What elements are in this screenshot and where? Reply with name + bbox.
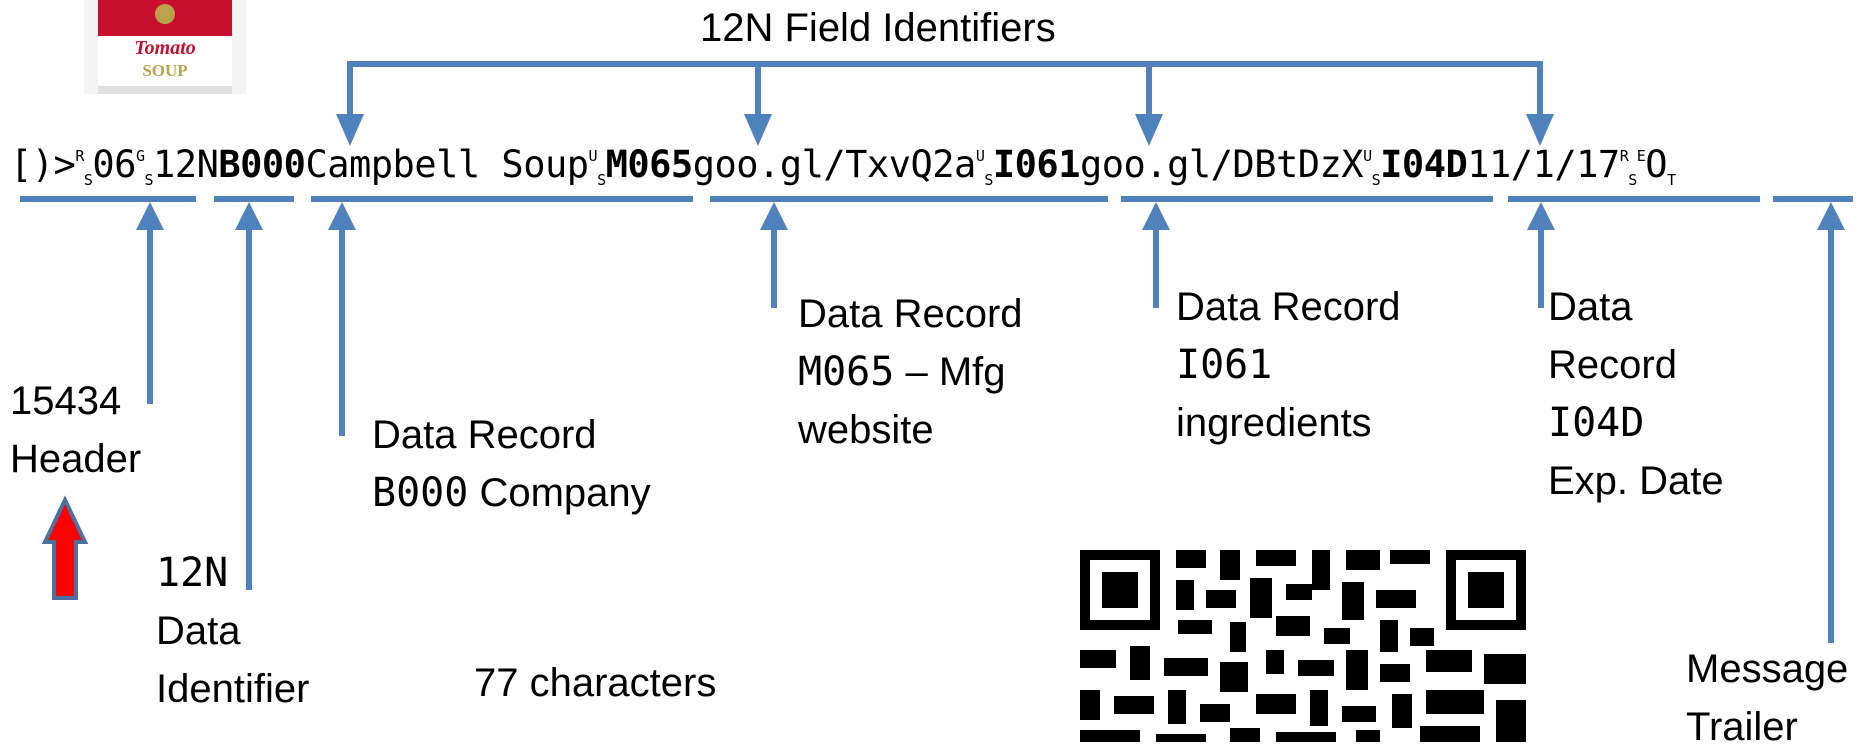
record-i061-pointer-line: [1153, 228, 1159, 308]
record2-value: goo.gl/TxvQ2a: [692, 143, 977, 186]
record4-value: 11/1/17: [1467, 143, 1620, 186]
record-i04d-code: I04D: [1548, 400, 1645, 446]
trailer-pointer-head: [1817, 202, 1845, 230]
record-b000-line1: Data Record: [372, 413, 597, 457]
record-b000-label: Data Record B000 Company: [372, 406, 651, 522]
record3-value: goo.gl/DBtDzX: [1079, 143, 1364, 186]
us-symbol: U: [1363, 147, 1372, 165]
eot-o: O: [1645, 143, 1668, 186]
record-i061-line1: Data Record: [1176, 285, 1401, 329]
data-identifier-line3: Identifier: [156, 667, 310, 711]
record-i061-code: I061: [1176, 342, 1273, 388]
record-m065-pointer-head: [760, 202, 788, 230]
record-i04d-pointer-line: [1538, 228, 1544, 308]
gs-symbol: G: [135, 147, 145, 165]
bracket-drop-4: [1537, 61, 1543, 116]
record-m065-desc: – Mfg: [905, 350, 1006, 394]
segment-trailer: [1773, 196, 1853, 202]
segment-record-m065: [710, 196, 1108, 202]
record-i04d-line1: Data: [1548, 285, 1633, 329]
record-b000-pointer-line: [339, 228, 345, 436]
character-count: 77 characters: [474, 661, 717, 705]
encoded-data-string: [)>RS06GS12NB000Campbell SoupUSM065goo.g…: [10, 143, 1676, 189]
record3-id: I061: [992, 143, 1081, 186]
bracket-arrow-3: [1135, 114, 1163, 146]
bracket-arrow-4: [1526, 114, 1554, 146]
record-i04d-line4: Exp. Date: [1548, 459, 1724, 503]
record-m065-line1: Data Record: [798, 292, 1023, 336]
bracket-drop-2: [755, 61, 761, 116]
rs-symbol: R: [75, 147, 84, 165]
record-i061-pointer-head: [1142, 202, 1170, 230]
segment-record-i04d: [1508, 196, 1760, 202]
header-label: 15434 Header: [10, 372, 141, 488]
record-i04d-pointer-head: [1527, 202, 1555, 230]
record1-value: Campbell Soup: [305, 143, 589, 186]
can-tomato-text: Tomato: [134, 37, 196, 59]
data-identifier-code-label: 12N: [156, 550, 229, 596]
record-i04d-line2: Record: [1548, 343, 1677, 387]
segment-record-b000: [311, 196, 693, 202]
qr-code-image: [1080, 550, 1526, 742]
can-soup-text: SOUP: [142, 61, 187, 80]
trailer-line2: Trailer: [1686, 705, 1798, 749]
record-m065-line3: website: [798, 408, 934, 452]
trailer-pointer-line: [1828, 228, 1834, 643]
rs-symbol: R: [1619, 147, 1629, 165]
record2-id: M065: [605, 143, 694, 186]
bracket-drop-3: [1146, 61, 1152, 116]
data-identifier-pointer-line: [246, 228, 252, 590]
trailer-line1: Message: [1686, 647, 1849, 691]
record-m065-label: Data Record M065 – Mfg website: [798, 285, 1023, 459]
eot-symbol: E: [1636, 147, 1646, 165]
field-identifier-bracket: [347, 61, 1543, 67]
record-b000-desc: Company: [479, 471, 651, 515]
us-symbol: U: [588, 147, 598, 165]
soup-can-image: Tomato SOUP: [84, 0, 246, 94]
header-label-line1: 15434: [10, 379, 122, 423]
record-i04d-label: Data Record I04D Exp. Date: [1548, 278, 1724, 510]
header-open: [)>: [10, 143, 76, 186]
bracket-drop-1: [347, 61, 353, 116]
segment-header: [20, 196, 196, 202]
bracket-arrow-1: [336, 114, 364, 146]
header-pointer-line: [147, 228, 153, 404]
record-m065-pointer-line: [771, 228, 777, 308]
data-identifier-line2: Data: [156, 609, 241, 653]
record1-id: B000: [218, 143, 306, 186]
format-version: 06: [92, 143, 136, 186]
field-identifiers-title: 12N Field Identifiers: [700, 6, 1056, 50]
record-m065-code: M065: [798, 349, 895, 395]
us-symbol: U: [975, 147, 985, 165]
trailer-label: Message Trailer: [1686, 640, 1848, 756]
header-label-line2: Header: [10, 437, 142, 481]
segment-record-i061: [1121, 196, 1493, 202]
data-identifier-pointer-head: [235, 202, 263, 230]
header-pointer-head: [136, 202, 164, 230]
record-b000-code: B000: [372, 470, 469, 516]
bracket-arrow-2: [744, 114, 772, 146]
record4-id: I04D: [1380, 143, 1468, 186]
record-i061-label: Data Record I061 ingredients: [1176, 278, 1401, 452]
record-b000-pointer-head: [328, 202, 356, 230]
segment-data-identifier: [214, 196, 294, 202]
header-red-arrow: [41, 495, 89, 600]
record-i061-line3: ingredients: [1176, 401, 1372, 445]
data-identifier-label: 12N Data Identifier: [156, 544, 309, 718]
data-identifier-code: 12N: [153, 143, 219, 186]
